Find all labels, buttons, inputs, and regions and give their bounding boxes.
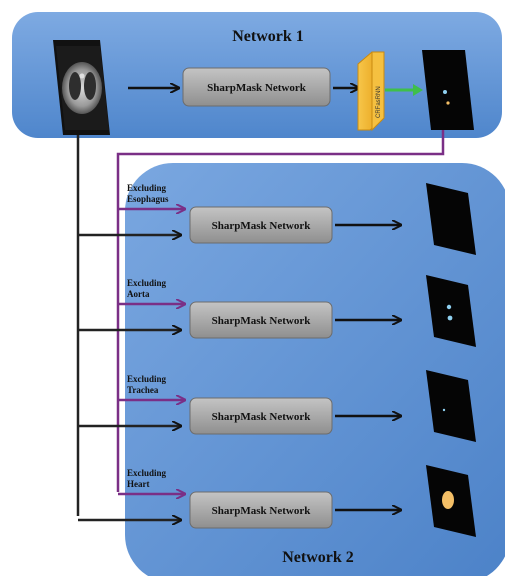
- sharpmask-box-label: SharpMask Network: [212, 220, 312, 232]
- exclusion-label-organ: Heart: [127, 479, 150, 489]
- green-arrow-head: [413, 84, 423, 96]
- segmentation-output-image: [426, 275, 476, 347]
- sharpmask-box: [189, 491, 333, 529]
- exclusion-label-organ: Trachea: [127, 385, 159, 395]
- sharpmask-box: [189, 301, 333, 339]
- organ-segment: [442, 491, 454, 509]
- sharpmask-box-label: SharpMask Network: [212, 411, 312, 423]
- exclusion-label-line1: Excluding: [127, 468, 167, 478]
- sharpmask-box-label: SharpMask Network: [212, 315, 312, 327]
- crf-as-rnn-block: CRFasRNN: [357, 51, 385, 132]
- organ-segment: [442, 408, 446, 412]
- organ-segment: [447, 315, 453, 321]
- network2-title: Network 2: [282, 549, 354, 566]
- exclusion-label-line1: Excluding: [127, 183, 167, 193]
- ct-input-image: [53, 40, 110, 135]
- exclusion-label-organ: Esophagus: [127, 194, 169, 204]
- sharpmask-box-label: SharpMask Network: [212, 505, 312, 517]
- segmentation-output-image: [426, 370, 476, 442]
- sharpmask-box: [189, 206, 333, 244]
- exclusion-label-line1: Excluding: [127, 374, 167, 384]
- network1-output-image: [422, 50, 474, 130]
- network2-panel: [125, 163, 505, 576]
- network1-sharpmask-box: SharpMask Network: [182, 67, 331, 107]
- network1-title: Network 1: [232, 28, 304, 45]
- sharpmask-box: [189, 397, 333, 435]
- feedback-purple-path: [116, 130, 445, 492]
- exclusion-label-line1: Excluding: [127, 278, 167, 288]
- segmentation-output-image: [426, 183, 476, 255]
- exclusion-label-organ: Aorta: [127, 289, 150, 299]
- organ-segment: [446, 304, 452, 310]
- network1-box-label: SharpMask Network: [207, 82, 307, 94]
- crf-label: CRFasRNN: [376, 86, 382, 118]
